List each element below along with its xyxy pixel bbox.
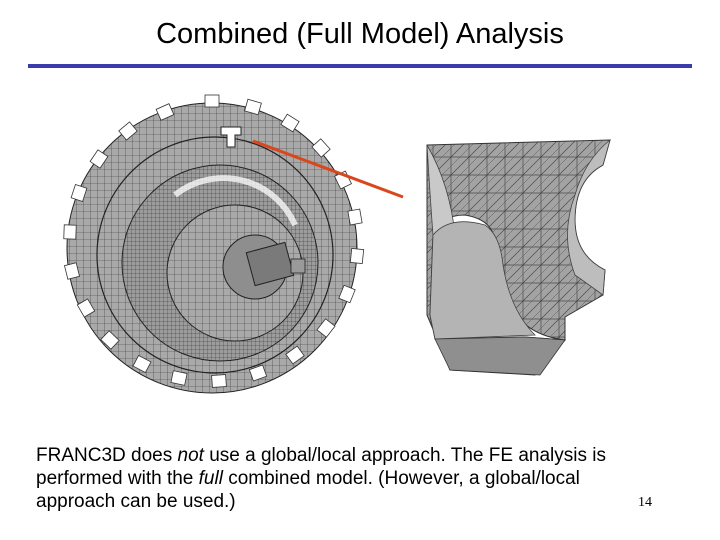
title-underline	[28, 64, 692, 68]
submodel-mesh	[426, 138, 611, 376]
body-text-emphasis-full: full	[198, 468, 223, 489]
body-text-part-2: use a global/local approach. The FE anal…	[36, 445, 606, 489]
body-paragraph: FRANC3D does not use a global/local appr…	[36, 444, 656, 513]
page-number: 14	[638, 495, 652, 510]
callout-line	[252, 139, 404, 199]
mesh-figure	[63, 94, 611, 394]
body-text-part-1: FRANC3D does	[36, 445, 178, 466]
slide-title: Combined (Full Model) Analysis	[156, 18, 564, 50]
body-text-part-3: combined model. (However, a global/local…	[36, 468, 580, 512]
body-text-emphasis-not: not	[177, 445, 204, 466]
full-gear-mesh	[63, 94, 365, 394]
